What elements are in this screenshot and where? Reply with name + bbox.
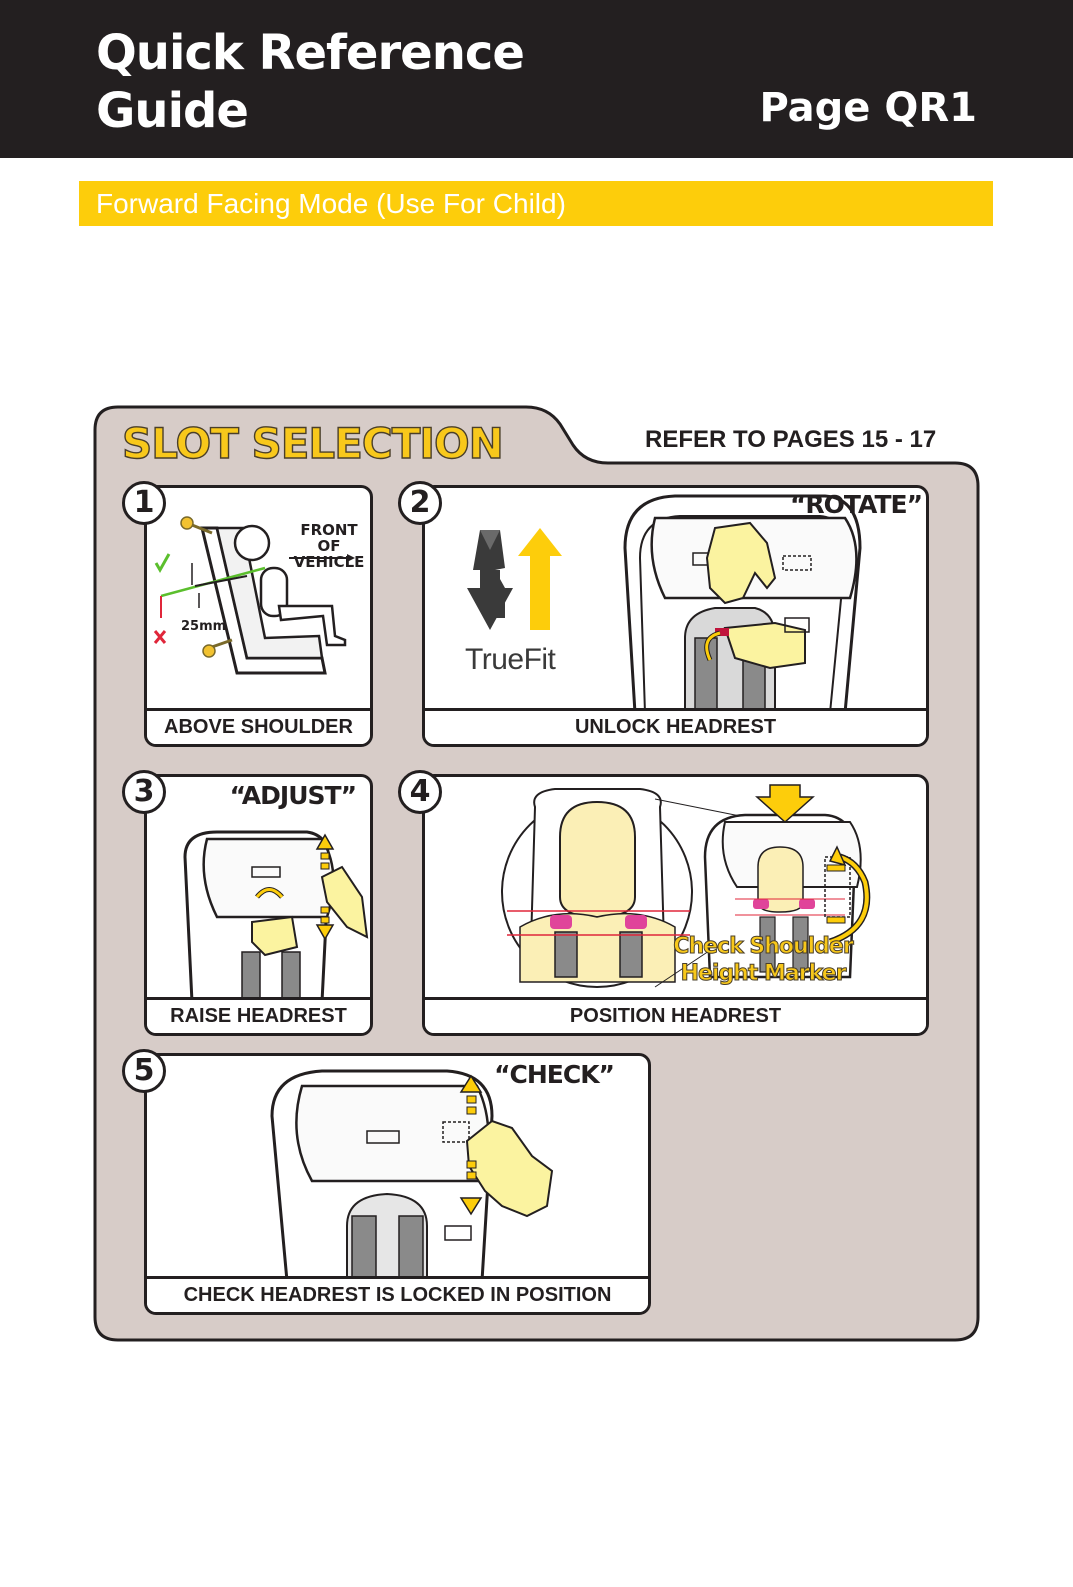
step-2-card: TrueFit “ROTATE” UNLOCK HEADREST (422, 485, 929, 747)
refer-pages: REFER TO PAGES 15 - 17 (645, 426, 937, 453)
measure-label: 25mm (181, 619, 227, 634)
marker-line-2: Height Marker (680, 961, 847, 987)
marker-line-1: Check Shoulder (673, 934, 854, 960)
step-1-label: ABOVE SHOULDER (147, 708, 370, 744)
step-4-card: Check Shoulder Height Marker POSITION HE… (422, 774, 929, 1036)
step-3-card: “ADJUST” RAISE HEADREST (144, 774, 373, 1036)
step-1-badge: 1 (122, 481, 166, 525)
front-line-2: VEHICLE (293, 553, 365, 571)
step-3-label: RAISE HEADREST (147, 997, 370, 1033)
title-line-1: Quick Reference (96, 25, 525, 81)
page-title: Quick Reference Guide (96, 24, 525, 140)
step-2-badge: 2 (398, 481, 442, 525)
step-1-card: FRONT OF VEHICLE 25mm ABOVE SHOULDER (144, 485, 373, 747)
step-3-badge: 3 (122, 770, 166, 814)
front-of-vehicle-label: FRONT OF VEHICLE (290, 522, 368, 570)
title-line-2: Guide (96, 83, 249, 139)
check-quote: “CHECK” (494, 1060, 615, 1089)
step-5-card: “CHECK” CHECK HEADREST IS LOCKED IN POSI… (144, 1053, 651, 1315)
step-5-badge: 5 (122, 1049, 166, 1093)
adjust-quote: “ADJUST” (229, 781, 357, 810)
step-5-label: CHECK HEADREST IS LOCKED IN POSITION (147, 1276, 648, 1312)
page-number: Page QR1 (759, 85, 977, 131)
headrest-check-illustration (270, 1069, 554, 1281)
rotate-quote: “ROTATE” (789, 490, 923, 519)
shoulder-marker-callout: Check Shoulder Height Marker (668, 933, 858, 987)
step-4-label: POSITION HEADREST (425, 997, 926, 1033)
headrest-rotate-illustration (467, 494, 862, 713)
step-2-label: UNLOCK HEADREST (425, 708, 926, 744)
headrest-position-illustration (501, 784, 871, 988)
step-4-badge: 4 (398, 770, 442, 814)
page-header: Quick Reference Guide Page QR1 (0, 0, 1073, 158)
front-line-1: FRONT OF (300, 521, 358, 555)
section-title: Forward Facing Mode (Use For Child) (96, 188, 566, 219)
truefit-brand: TrueFit (465, 643, 556, 676)
headrest-raise-illustration (183, 830, 369, 1002)
seat-side-view-illustration (153, 516, 355, 675)
section-banner: Forward Facing Mode (Use For Child) (79, 181, 993, 226)
slot-selection-title: SLOT SELECTION (121, 418, 504, 468)
